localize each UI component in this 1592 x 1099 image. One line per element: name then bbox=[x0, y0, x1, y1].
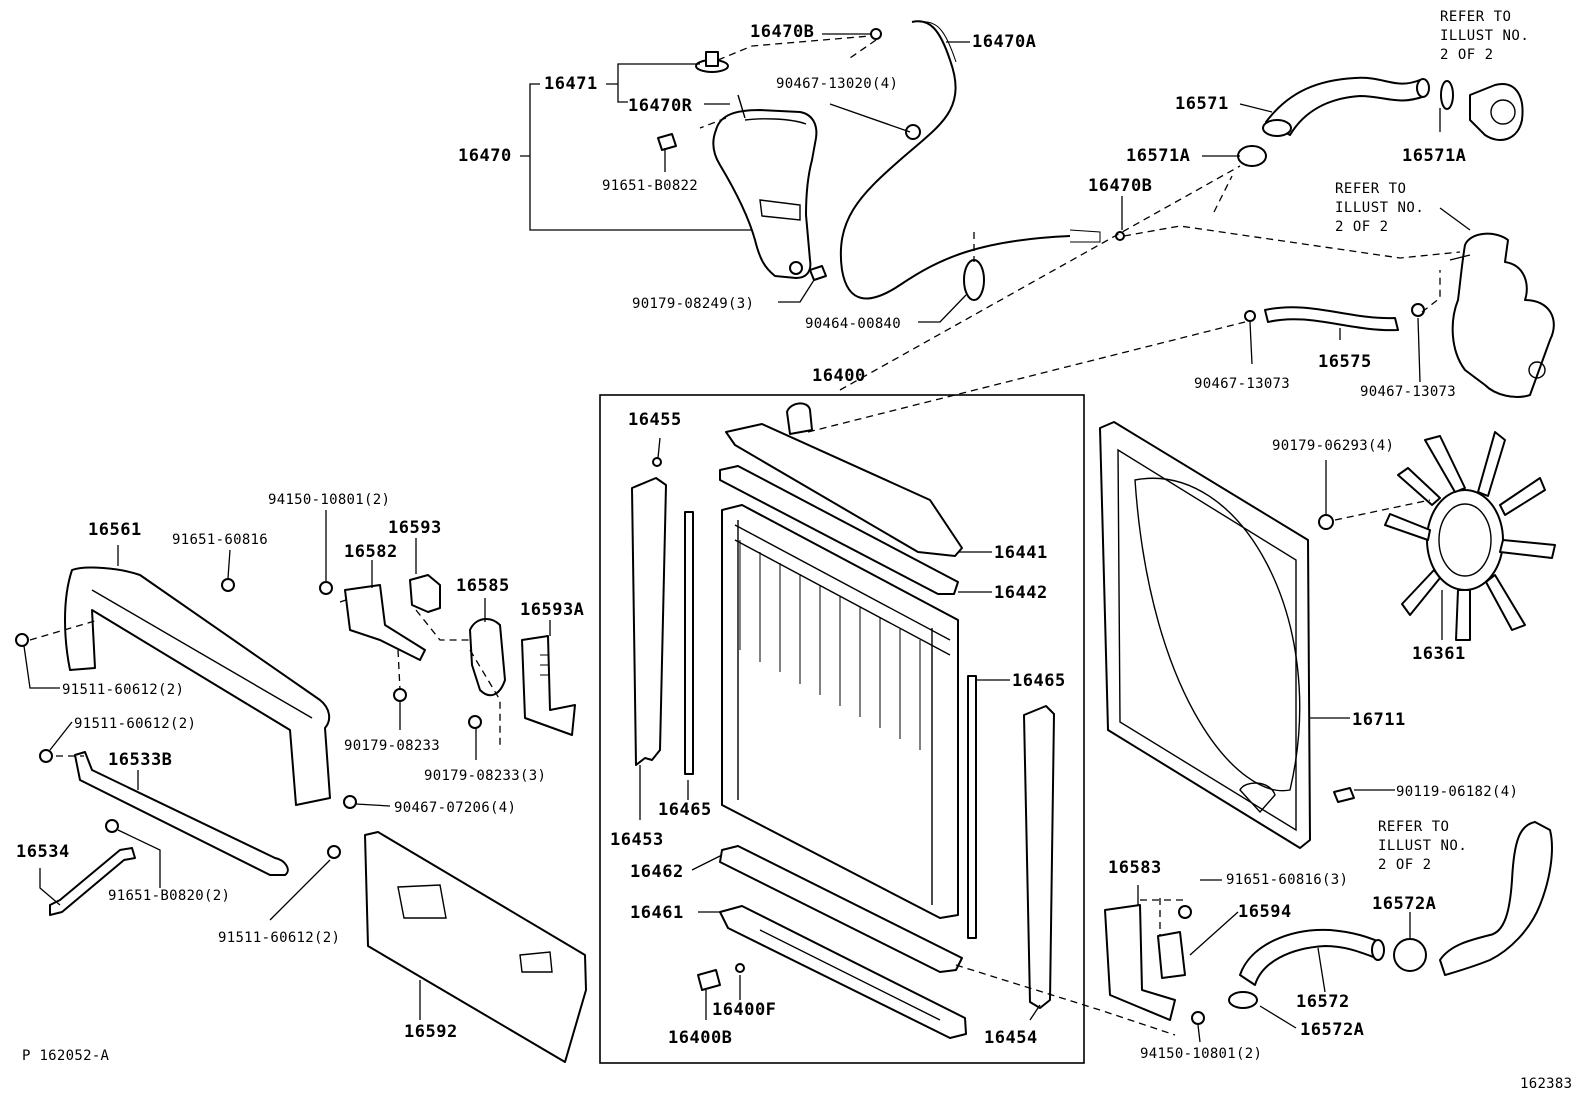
label-16572A-top: 16572A bbox=[1372, 894, 1437, 914]
seal-16465-left bbox=[684, 511, 694, 775]
under-guard-16592 bbox=[364, 831, 587, 1063]
label-16572A-bottom: 16572A bbox=[1300, 1020, 1365, 1040]
label-16442: 16442 bbox=[994, 583, 1048, 603]
label-91511-60612-b: 91511-60612(2) bbox=[74, 716, 197, 732]
label-16470: 16470 bbox=[458, 146, 512, 166]
lower-radiator-hose-16572 bbox=[1239, 928, 1385, 986]
water-inlet-refer bbox=[1439, 821, 1553, 976]
bracket-16585 bbox=[469, 618, 506, 697]
bracket-16593A bbox=[521, 635, 576, 736]
label-16572: 16572 bbox=[1296, 992, 1350, 1012]
bypass-hose-16575 bbox=[1264, 306, 1399, 332]
label-16561: 16561 bbox=[88, 520, 142, 540]
label-16571: 16571 bbox=[1175, 94, 1229, 114]
label-16462: 16462 bbox=[630, 862, 684, 882]
label-16470B-top: 16470B bbox=[750, 22, 815, 42]
label-16470A: 16470A bbox=[972, 32, 1037, 52]
label-91651-B0820: 91651-B0820(2) bbox=[108, 888, 231, 904]
label-16711: 16711 bbox=[1352, 710, 1406, 730]
refer-note-3: REFER TO ILLUST NO. 2 OF 2 bbox=[1378, 819, 1468, 873]
label-16471: 16471 bbox=[544, 74, 598, 94]
hose-clamp-16572A-top bbox=[1393, 938, 1427, 972]
label-16470R: 16470R bbox=[628, 96, 693, 116]
bracket-16583 bbox=[1104, 904, 1176, 1021]
label-16441: 16441 bbox=[994, 543, 1048, 563]
label-91511-60612-a: 91511-60612(2) bbox=[62, 682, 185, 698]
radiator-assembly-16400 bbox=[599, 394, 1085, 1064]
seal-16465-right bbox=[967, 675, 977, 939]
label-94150-10801-top: 94150-10801(2) bbox=[268, 492, 391, 508]
label-16594: 16594 bbox=[1238, 902, 1292, 922]
fan-16361 bbox=[1384, 431, 1556, 641]
hose-clamp-16572A-bottom bbox=[1228, 991, 1258, 1009]
diagram-code-right: 162383 bbox=[1520, 1076, 1573, 1092]
label-90464-00840: 90464-00840 bbox=[805, 316, 902, 332]
refer-note-1: REFER TO ILLUST NO. 2 OF 2 bbox=[1440, 9, 1530, 63]
radiator-core bbox=[721, 504, 959, 919]
label-91651-60816-3: 91651-60816(3) bbox=[1226, 872, 1349, 888]
label-16470B-mid: 16470B bbox=[1088, 176, 1153, 196]
refer-note-2: REFER TO ILLUST NO. 2 OF 2 bbox=[1335, 181, 1425, 235]
label-16593: 16593 bbox=[388, 518, 442, 538]
side-support-16453 bbox=[631, 477, 667, 766]
label-16585: 16585 bbox=[456, 576, 510, 596]
label-94150-10801-bottom: 94150-10801(2) bbox=[1140, 1046, 1263, 1062]
label-16534: 16534 bbox=[16, 842, 70, 862]
reservoir-cap-16470R bbox=[695, 51, 729, 73]
cushion-16593 bbox=[409, 574, 441, 613]
label-91511-60612-c: 91511-60612(2) bbox=[218, 930, 341, 946]
radiator-support-16561 bbox=[64, 566, 331, 806]
label-16400: 16400 bbox=[812, 366, 866, 386]
hose-clamp-16571A-left bbox=[1237, 145, 1267, 167]
label-16593A: 16593A bbox=[520, 600, 585, 620]
label-90467-13073-a: 90467-13073 bbox=[1194, 376, 1291, 392]
label-16592: 16592 bbox=[404, 1022, 458, 1042]
leader-lines bbox=[23, 33, 1471, 1043]
label-16455: 16455 bbox=[628, 410, 682, 430]
side-support-16454 bbox=[1023, 705, 1055, 1009]
reservoir-tank-16470 bbox=[712, 94, 818, 279]
label-16454: 16454 bbox=[984, 1028, 1038, 1048]
dashed-guide-lines bbox=[29, 35, 1461, 1036]
label-91651-60816: 91651-60816 bbox=[172, 532, 269, 548]
label-16465-right: 16465 bbox=[1012, 671, 1066, 691]
label-16465-left: 16465 bbox=[658, 800, 712, 820]
label-16571A-right: 16571A bbox=[1402, 146, 1467, 166]
hose-clamp-16571A-right bbox=[1440, 80, 1454, 110]
label-16400B: 16400B bbox=[668, 1028, 733, 1048]
label-16361: 16361 bbox=[1412, 644, 1466, 664]
label-16582: 16582 bbox=[344, 542, 398, 562]
label-16583: 16583 bbox=[1108, 858, 1162, 878]
label-16533B: 16533B bbox=[108, 750, 173, 770]
stay-16534 bbox=[49, 847, 136, 916]
label-16400F: 16400F bbox=[712, 1000, 777, 1020]
cushion-16594 bbox=[1157, 931, 1186, 979]
gasket-16442 bbox=[719, 465, 959, 595]
bracket-16582 bbox=[344, 584, 426, 661]
label-90179-06293: 90179-06293(4) bbox=[1272, 438, 1395, 454]
gasket-16462 bbox=[719, 845, 963, 973]
label-90179-08233-3: 90179-08233(3) bbox=[424, 768, 547, 784]
label-90179-08233: 90179-08233 bbox=[344, 738, 441, 754]
label-90467-13073-b: 90467-13073 bbox=[1360, 384, 1457, 400]
overflow-hose-16470A bbox=[839, 20, 1071, 300]
label-90179-08249: 90179-08249(3) bbox=[632, 296, 755, 312]
label-90119-06182: 90119-06182(4) bbox=[1396, 784, 1519, 800]
diagram-code-left: P 162052-A bbox=[22, 1048, 110, 1064]
label-90467-13020: 90467-13020(4) bbox=[776, 76, 899, 92]
label-91651-B0822: 91651-B0822 bbox=[602, 178, 699, 194]
stay-16533B bbox=[74, 751, 289, 876]
label-16453: 16453 bbox=[610, 830, 664, 850]
label-16461: 16461 bbox=[630, 903, 684, 923]
label-90467-07206: 90467-07206(4) bbox=[394, 800, 517, 816]
label-16575: 16575 bbox=[1318, 352, 1372, 372]
fan-shroud-16711 bbox=[1099, 421, 1311, 849]
label-16571A-left: 16571A bbox=[1126, 146, 1191, 166]
